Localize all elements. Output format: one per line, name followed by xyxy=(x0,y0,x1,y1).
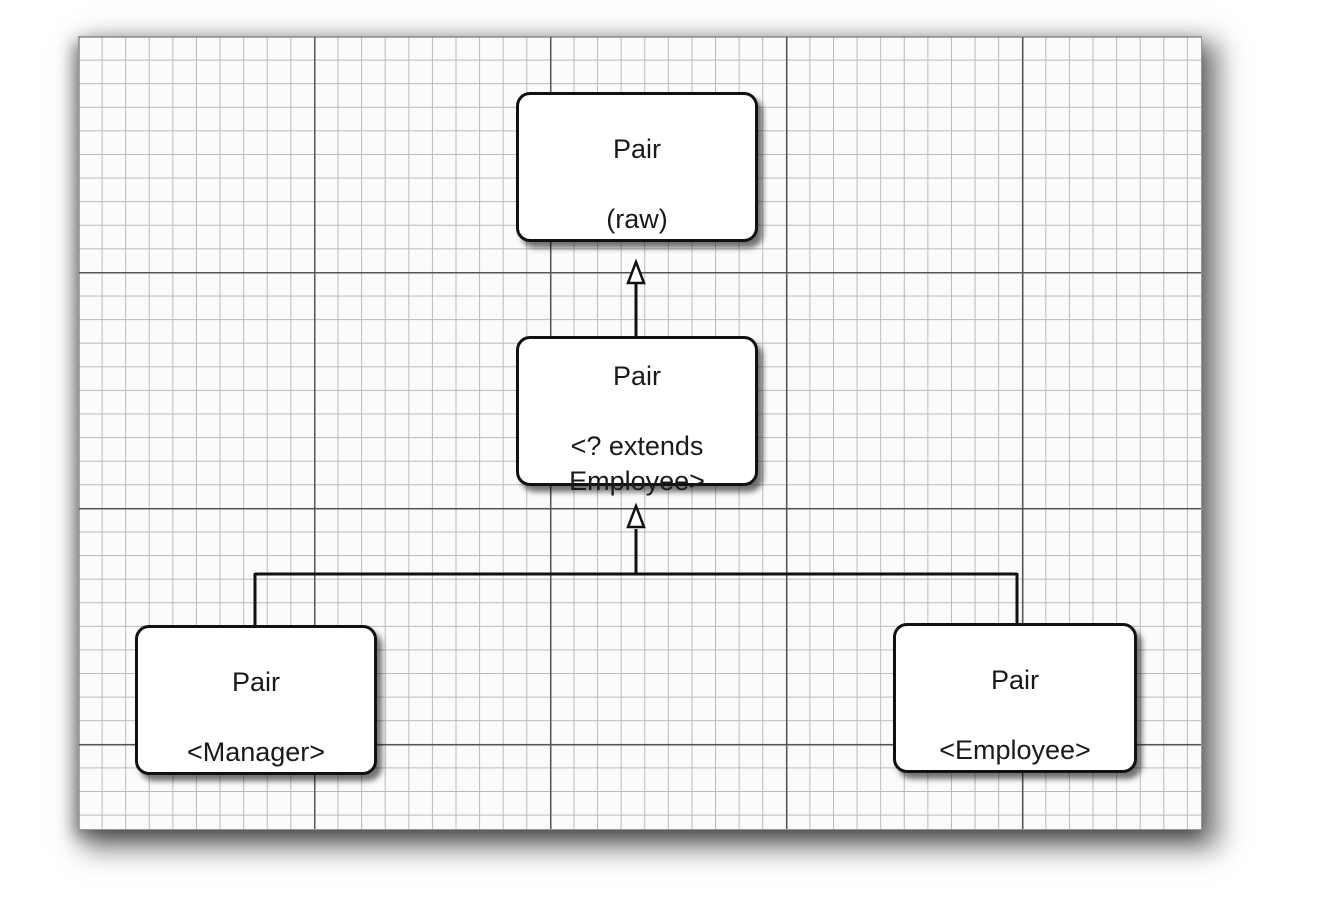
node-pair-wildcard: Pair <? extends Employee> xyxy=(516,336,758,496)
node-title: Pair xyxy=(990,665,1039,695)
node-pair-raw: Pair (raw) xyxy=(516,92,758,242)
node-detail: <? extends Employee> xyxy=(569,430,705,496)
node-pair-manager: Pair <Manager> xyxy=(135,625,377,775)
node-title: Pair xyxy=(612,134,661,164)
node-title: Pair xyxy=(612,360,661,391)
node-detail: (raw) xyxy=(606,204,668,234)
node-detail: <Manager> xyxy=(186,737,326,767)
node-title: Pair xyxy=(231,667,280,697)
node-detail: <Employee> xyxy=(939,735,1091,765)
node-pair-employee: Pair <Employee> xyxy=(893,623,1137,773)
